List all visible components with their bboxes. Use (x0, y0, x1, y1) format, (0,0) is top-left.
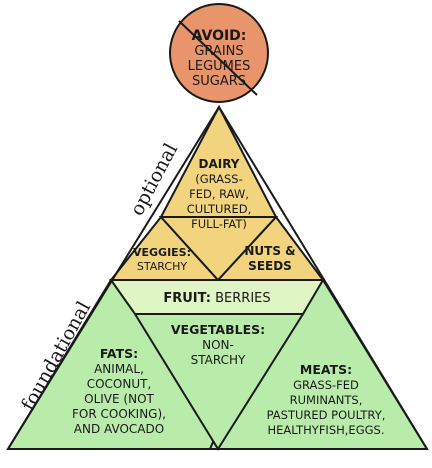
vegetables-line-1: NON- (202, 338, 234, 352)
meats-line-4: HEALTHYFISH,EGGS. (268, 423, 385, 437)
fruit-band (109, 279, 325, 315)
optional-inner-section (158, 216, 279, 282)
meats-line-1: GRASS-FED (293, 378, 359, 392)
fats-line-1: ANIMAL, (94, 362, 144, 376)
avoid-slash (178, 20, 258, 96)
fats-title: FATS: (100, 346, 138, 361)
avoid-circle (169, 3, 269, 103)
fats-line-2: COCONUT, (87, 377, 152, 391)
avoid-line-3: SUGARS (192, 74, 246, 89)
nuts-line-1: NUTS & (244, 244, 295, 258)
pyramid-outline (6, 105, 429, 450)
meats-title: MEATS: (300, 362, 352, 377)
nuts-line-2: SEEDS (248, 259, 292, 273)
meats-line-2: RUMINANTS, (290, 393, 363, 407)
avoid-section: AVOID: GRAINS LEGUMES SUGARS (169, 3, 269, 103)
avoid-line-2: LEGUMES (188, 59, 251, 74)
meats-line-3: PASTURED POULTRY, (267, 408, 386, 422)
fats-line-3: OLIVE (NOT (84, 392, 154, 406)
dairy-line-1: (GRASS- (195, 172, 243, 186)
veggies-title: VEGGIES: (133, 246, 191, 259)
fruit-sub: BERRIES (211, 291, 271, 306)
avoid-title: AVOID: (192, 28, 247, 44)
vegetables-line-2: STARCHY (191, 353, 246, 367)
fats-line-4: FOR COOKING), (72, 407, 166, 421)
dairy-title: DAIRY (199, 157, 240, 171)
fruit-label: FRUIT: BERRIES (163, 291, 270, 306)
avoid-line-1: GRAINS (194, 44, 243, 59)
fruit-title: FRUIT: (163, 291, 211, 306)
dairy-line-3: CULTURED, (187, 202, 251, 216)
dairy-line-4: FULL-FAT) (191, 217, 247, 231)
veggies-sub: STARCHY (137, 260, 187, 273)
fats-line-5: AND AVOCADO (74, 422, 164, 436)
dairy-line-2: FED, RAW, (189, 187, 249, 201)
vegetables-title: VEGETABLES: (171, 322, 265, 337)
